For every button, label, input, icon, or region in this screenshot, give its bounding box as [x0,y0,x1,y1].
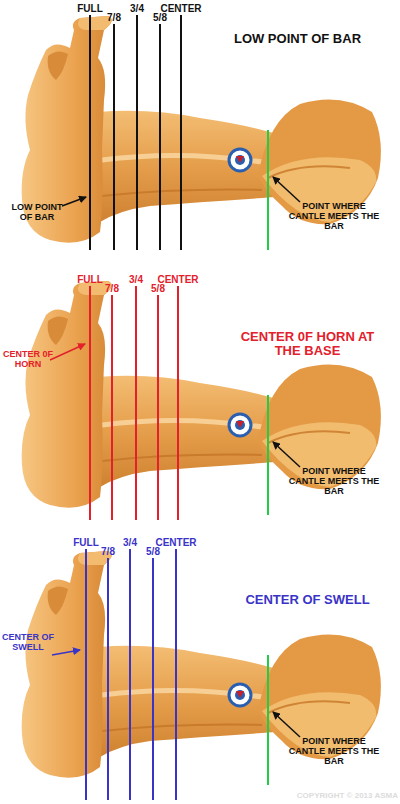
callout-label: POINT WHERE CANTLE MEETS THE BAR [284,202,384,232]
measure-line [129,549,131,800]
leader-arrow [50,344,85,360]
measure-line [107,558,109,800]
column-label: CENTER [151,537,201,548]
cantle-line [267,130,269,250]
measure-line [111,295,113,520]
leader-arrow [273,442,300,467]
leader-arrow [62,197,86,206]
measure-lines [90,286,178,520]
measure-line [89,286,91,520]
panel-heading: LOW POINT OF BAR [210,32,385,46]
measure-lines [86,549,176,800]
measure-line [113,24,115,250]
callout-label: POINT WHERE CANTLE MEETS THE BAR [284,467,384,497]
measure-line [136,15,138,250]
measure-line [135,286,137,520]
measure-line [89,15,91,250]
measure-line [175,549,177,800]
measure-lines [90,15,181,250]
measure-line [85,549,87,800]
measure-line [180,15,182,250]
callout-label: CENTER OF SWELL [0,633,56,653]
cantle-line [267,395,269,515]
measure-line [152,558,154,800]
callout-label: POINT WHERE CANTLE MEETS THE BAR [284,737,384,767]
callout-label: CENTER 0F HORN [0,350,56,370]
column-label: CENTER [153,274,203,285]
callout-label: LOW POINT OF BAR [8,203,66,223]
leader-arrow [52,650,80,655]
panel-heading: CENTER OF SWELL [220,593,395,607]
measure-line [157,295,159,520]
watermark: COPYRIGHT © 2013 ASMA [260,792,398,801]
cantle-line [267,655,269,785]
leader-arrow [273,177,300,202]
column-label: CENTER [156,3,206,14]
measure-line [159,24,161,250]
panel-heading: CENTER 0F HORN AT THE BASE [235,330,380,359]
measure-line [177,286,179,520]
leader-arrow [273,712,300,737]
